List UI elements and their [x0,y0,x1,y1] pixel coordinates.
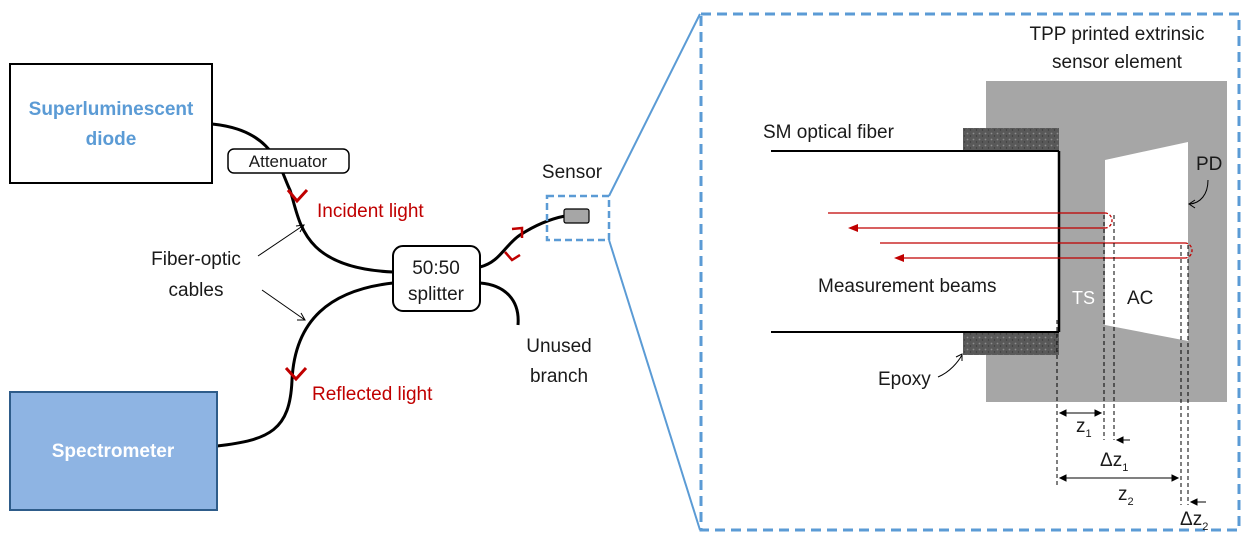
z1-label: z1 [1076,416,1092,440]
pd-pointer-arrow [1189,179,1209,205]
cables-label-line1: Fiber-optic [151,249,241,270]
cables-pointer-arrows [257,224,306,321]
air-cavity [1105,142,1188,341]
attenuator: Attenuator [227,148,350,174]
sm-fiber-label: SM optical fiber [763,122,895,143]
epoxy-top [963,128,1059,152]
unused-label-line2: branch [530,366,588,387]
reflected-arrow-icon [284,366,308,382]
ts-label: TS [1072,288,1095,308]
sensor-zoom-frame [545,194,611,242]
pd-arrowhead-icon [1188,199,1196,209]
unused-label-line1: Unused [526,336,592,357]
sensor-arrow-out-icon [511,226,524,238]
zoom-connector-bottom [608,239,701,531]
sensor-arrow-back-icon [504,251,521,262]
ac-label: AC [1127,288,1153,309]
fiber-cables [211,122,566,448]
epoxy-label: Epoxy [878,369,931,390]
spectrometer: Spectrometer [9,391,218,511]
zoom-connector-top [608,13,701,197]
measurement-beams-label: Measurement beams [818,276,996,297]
epoxy-pointer-arrow [937,354,963,378]
dz2-label: Δz2 [1180,509,1208,533]
splitter-label-line1: 50:50 [412,258,460,279]
measurement-beams [828,212,1193,259]
source-label-line2: diode [86,129,137,150]
splitter-label-line2: splitter [408,284,465,305]
reflected-light-label: Reflected light [312,384,433,405]
beam-arrow-1-icon [848,224,858,232]
fiber-source-to-splitter [211,122,394,274]
epoxy-bottom [963,331,1059,355]
spectrometer-label: Spectrometer [52,441,175,462]
cables-label-line2: cables [169,280,224,301]
incident-light-label: Incident light [317,201,424,222]
pd-label: PD [1196,154,1222,175]
fiber-unused-branch [479,281,520,326]
dimension-guides [1056,215,1189,505]
sm-optical-fiber [771,150,1061,333]
zoom-panel-frame [699,12,1241,532]
attenuator-label: Attenuator [249,152,328,171]
beam-arrow-2-icon [894,254,904,262]
fiber-splitter-to-sensor [479,214,566,269]
tpp-label-line2: sensor element [1052,52,1183,73]
sensor-body [563,208,590,224]
source-label-line1: Superluminescent [29,99,194,120]
splitter: 50:50 splitter [392,245,481,312]
z2-label: z2 [1118,484,1134,508]
epoxy-arrowhead-icon [955,353,963,361]
dimension-arrows [1058,409,1206,506]
superluminescent-diode: Superluminescent diode [9,63,213,184]
incident-arrow-icon [286,188,309,204]
tpp-label-line1: TPP printed extrinsic [1030,24,1205,45]
dz1-label: Δz1 [1100,450,1128,474]
fiber-spectrometer-to-splitter [216,281,394,448]
sensor-label: Sensor [542,162,603,183]
